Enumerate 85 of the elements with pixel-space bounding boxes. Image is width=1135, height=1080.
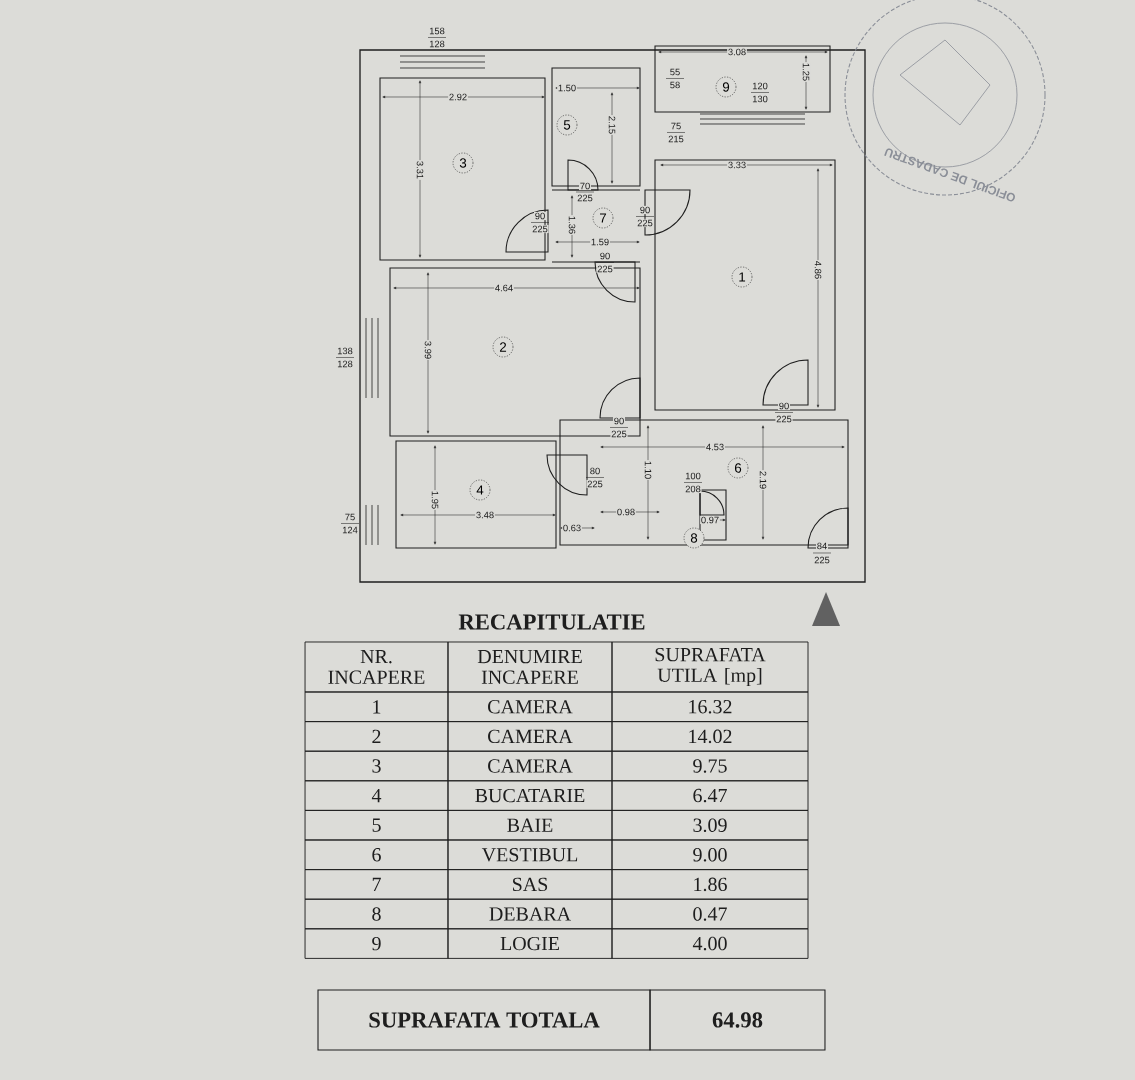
table-cell: VESTIBUL [447, 839, 613, 871]
table-cell: 64.98 [649, 989, 826, 1051]
table-cell: BAIE [447, 809, 613, 841]
dimension-text: 128 [336, 359, 354, 369]
dimension-text: 70 [579, 181, 591, 191]
dimension-text: 225 [596, 264, 614, 274]
room-number: 8 [683, 527, 705, 549]
dimension-text: 138 [336, 346, 354, 356]
dimension-text: 90 [534, 211, 546, 221]
table-cell: 1 [304, 691, 449, 723]
table-title: RECAPITULATIE [458, 614, 645, 630]
table-cell: 7 [304, 869, 449, 900]
table-cell: 9.00 [611, 839, 809, 871]
table-cell: DENUMIRE INCAPERE [447, 641, 613, 693]
dimension-text: 3.99 [423, 340, 433, 360]
room-number: 2 [492, 336, 514, 358]
dimension-text: 75 [670, 121, 682, 131]
dimension-text: 1.10 [643, 460, 653, 480]
dimension-text: 124 [341, 525, 359, 535]
table-cell: 14.02 [611, 721, 809, 752]
dimension-text: 90 [639, 205, 651, 215]
table-cell: CAMERA [447, 691, 613, 723]
dimension-text: 58 [669, 80, 681, 90]
dimension-text: 2.92 [448, 92, 468, 102]
dimension-text: 4.86 [813, 260, 823, 280]
room-number: 6 [727, 457, 749, 479]
table-cell: 3 [304, 750, 449, 782]
table-cell: 6 [304, 839, 449, 871]
dimension-text: 0.98 [616, 507, 636, 517]
dimension-text: 120 [751, 81, 769, 91]
dimension-text: 3.48 [475, 510, 495, 520]
table-cell: SUPRAFATA UTILA [mp] [611, 641, 809, 693]
table-cell: 1.86 [611, 869, 809, 900]
dimension-text: 90 [599, 251, 611, 261]
dimension-text: 80 [589, 466, 601, 476]
table-cell: 9.75 [611, 750, 809, 782]
dimension-text: 208 [684, 484, 702, 494]
dimension-text: 225 [531, 224, 549, 234]
dimension-text: 2.19 [758, 470, 768, 490]
dimension-text: 225 [576, 193, 594, 203]
room-number: 3 [452, 152, 474, 174]
dimension-text: 215 [667, 134, 685, 144]
table-cell: 3.09 [611, 809, 809, 841]
dimension-text: 100 [684, 471, 702, 481]
table-cell: NR. INCAPERE [304, 641, 449, 693]
table-cell: CAMERA [447, 721, 613, 752]
table-cell: 8 [304, 898, 449, 930]
dimension-text: 225 [775, 414, 793, 424]
table-cell: CAMERA [447, 750, 613, 782]
room-number: 1 [731, 266, 753, 288]
table-cell: DEBARA [447, 898, 613, 930]
table-cell: 6.47 [611, 780, 809, 811]
room-number: 7 [592, 207, 614, 229]
dimension-text: 2.15 [607, 115, 617, 135]
table-cell: LOGIE [447, 928, 613, 959]
dimension-text: 3.33 [727, 160, 747, 170]
table-cell: 4.00 [611, 928, 809, 959]
dimension-text: 225 [586, 479, 604, 489]
table-cell: BUCATARIE [447, 780, 613, 811]
room-number: 5 [556, 114, 578, 136]
dimension-text: 1.25 [801, 62, 811, 82]
dimension-text: 128 [428, 39, 446, 49]
table-cell: 4 [304, 780, 449, 811]
table-cell: SUPRAFATA TOTALA [317, 989, 651, 1051]
room-number: 4 [469, 479, 491, 501]
dimension-text: 130 [751, 94, 769, 104]
table-cell: 0.47 [611, 898, 809, 930]
table-cell: SAS [447, 869, 613, 900]
dimension-text: 225 [610, 429, 628, 439]
dimension-text: 75 [344, 512, 356, 522]
dimension-text: 4.64 [494, 283, 514, 293]
dimension-text: 1.59 [590, 237, 610, 247]
table-cell: 2 [304, 721, 449, 752]
table-cell: 16.32 [611, 691, 809, 723]
room-number: 9 [715, 76, 737, 98]
dimension-text: 90 [613, 416, 625, 426]
dimension-text: 90 [778, 401, 790, 411]
table-cell: 5 [304, 809, 449, 841]
dimension-text: 84 [816, 541, 828, 551]
dimension-text: 158 [428, 26, 446, 36]
dimension-text: 55 [669, 67, 681, 77]
table-cell: 9 [304, 928, 449, 959]
dimension-text: 225 [813, 555, 831, 565]
dimension-text: 225 [636, 218, 654, 228]
dimension-text: 0.63 [562, 523, 582, 533]
